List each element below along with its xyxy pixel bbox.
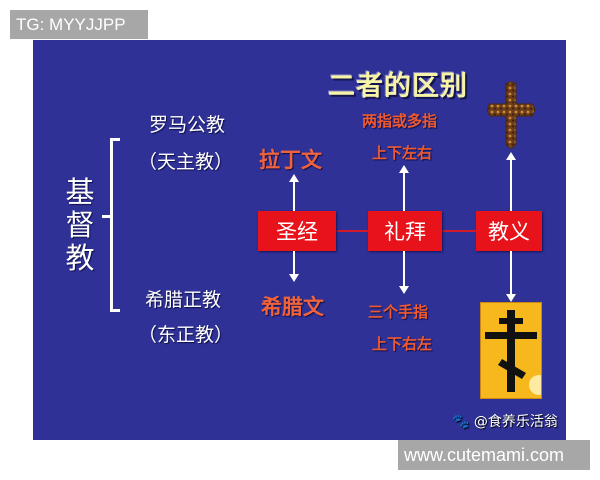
connector-worship-doctrine [442, 230, 476, 232]
paw-icon: 🐾 [452, 414, 470, 430]
credit-text: @食养乐活翁 [473, 414, 558, 430]
arrow-line-scripture-down [293, 251, 295, 274]
bracket-bottom-tick [110, 309, 120, 312]
category-box-worship: 礼拜 [368, 211, 442, 251]
bracket-top-tick [110, 138, 120, 141]
orthodox-cross-card [480, 302, 542, 399]
branch-greek-orthodox-alt: （东正教） [138, 324, 234, 346]
arrow-up-icon [289, 174, 299, 182]
slide-title: 二者的区别 [328, 71, 468, 102]
watermark-top-left: TG: MYYJJPP [10, 10, 148, 39]
worship-orthodox-line2: 上下右左 [372, 335, 433, 353]
bracket-mid-tick [102, 215, 111, 218]
category-box-doctrine: 教义 [476, 211, 542, 251]
arrow-down-icon [399, 286, 409, 294]
root-label-christianity: 基督教 [65, 175, 95, 275]
arrow-down-icon [506, 294, 516, 302]
category-label-scripture: 圣经 [276, 220, 318, 244]
arrow-line-doctrine-down [510, 251, 512, 294]
arrow-up-icon [506, 152, 516, 160]
bracket-vertical [110, 138, 113, 312]
arrow-line-worship-up [403, 172, 405, 211]
category-box-scripture: 圣经 [258, 211, 336, 251]
author-credit: 🐾 @食养乐活翁 [452, 411, 558, 431]
arrow-line-scripture-up [293, 181, 295, 211]
category-label-worship: 礼拜 [384, 220, 426, 244]
orthodox-cross-icon [485, 310, 541, 395]
worship-catholic-line2: 上下左右 [372, 144, 433, 162]
arrow-line-doctrine-up [510, 159, 512, 211]
branch-roman-catholic-alt: （天主教） [138, 151, 234, 173]
worship-catholic-line1: 两指或多指 [362, 112, 438, 130]
watermark-bottom-right: www.cutemami.com [398, 440, 590, 470]
branch-greek-orthodox: 希腊正教 [145, 289, 222, 311]
connector-scripture-worship [336, 230, 368, 232]
branch-roman-catholic: 罗马公教 [149, 114, 226, 136]
arrow-up-icon [399, 165, 409, 173]
latin-cross-icon [487, 81, 535, 149]
scripture-greek: 希腊文 [261, 295, 324, 319]
category-label-doctrine: 教义 [488, 220, 530, 244]
scripture-latin: 拉丁文 [259, 148, 322, 172]
worship-orthodox-line1: 三个手指 [368, 303, 429, 321]
arrow-down-icon [289, 274, 299, 282]
arrow-line-worship-down [403, 251, 405, 286]
